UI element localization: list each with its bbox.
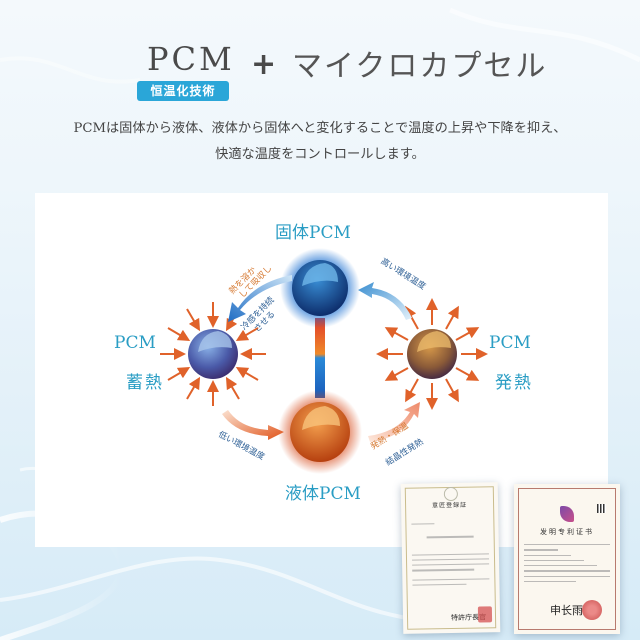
liquid-pcm-label: 液体PCM <box>285 484 361 504</box>
qr-code-icon <box>597 504 606 513</box>
description-line-2: 快適な温度をコントロールします。 <box>215 147 425 162</box>
release-label: 発熱 <box>495 373 533 393</box>
certificate-text-lines <box>411 522 490 590</box>
storage-label-pcm: PCM <box>114 333 156 353</box>
certificate-signature: 申长雨 <box>550 604 583 617</box>
release-label-pcm: PCM <box>489 333 531 353</box>
certificate-text-lines <box>524 544 610 586</box>
invention-patent-certificate: 发明专利证书 申长雨 <box>514 484 620 634</box>
design-registration-certificate: 意匠登録証 特許庁長官 <box>400 482 501 634</box>
storage-label: 蓄熱 <box>126 373 164 393</box>
emblem-icon <box>560 506 574 522</box>
title-badge: 恒温化技術 <box>137 81 229 101</box>
seal-stamp <box>582 600 602 620</box>
certificate-border <box>518 488 616 630</box>
seal-stamp <box>477 606 493 623</box>
solid-pcm-label: 固体PCM <box>275 223 351 243</box>
title-microcapsule: マイクロカプセル <box>292 49 548 84</box>
title-plus: + <box>251 47 277 82</box>
description-line-1: PCMは固体から液体、液体から固体へと変化することで温度の上昇や下降を抑え、 <box>73 121 567 136</box>
certificate-title: 意匠登録証 <box>432 501 468 510</box>
header: PCM 恒温化技術 + マイクロカプセル PCMは固体から液体、液体から固体へと… <box>0 0 640 190</box>
certificate-title: 发明专利证书 <box>540 528 594 536</box>
title-pcm: PCM <box>147 40 235 78</box>
